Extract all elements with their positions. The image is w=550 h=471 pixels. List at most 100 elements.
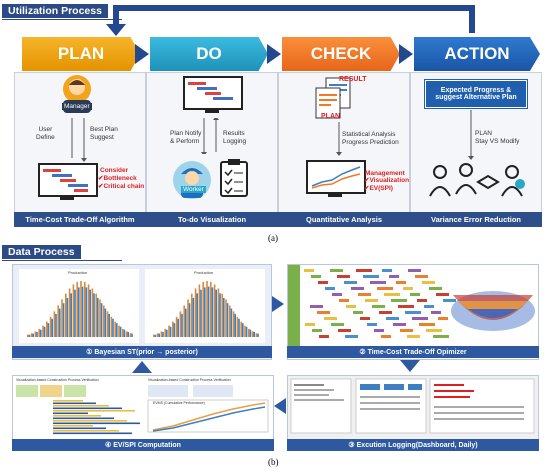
gantt-bar <box>346 305 356 308</box>
check-bottom-label: Quantitative Analysis <box>278 212 410 227</box>
management-item-2: ✔EV(SPI) <box>364 185 393 192</box>
histogram-bar <box>65 293 67 337</box>
gantt-bar <box>384 293 400 296</box>
evspi-panel: Visualization-based Construction Process… <box>12 375 274 441</box>
histogram-bar <box>166 329 168 337</box>
utilization-title-line <box>2 19 122 20</box>
gantt-bar <box>365 299 378 302</box>
gantt-bar <box>417 299 427 302</box>
gantt-bar <box>311 275 321 278</box>
evspi-bar <box>53 430 119 432</box>
histogram-bar <box>230 308 233 337</box>
optimizer-chart <box>288 265 535 347</box>
header-arrow-3 <box>399 44 413 64</box>
histogram-bar <box>51 318 53 337</box>
histogram-bar <box>172 321 174 337</box>
evspi-bar <box>53 417 114 420</box>
histogram-bar <box>61 299 63 337</box>
histogram-bar <box>164 328 166 337</box>
management-item-1: ✔Visualization <box>364 177 410 184</box>
histogram-bar <box>213 284 216 337</box>
gantt-bar <box>337 275 350 278</box>
histogram-bar <box>72 284 75 337</box>
histogram-bar <box>200 289 202 337</box>
histogram-bar <box>46 321 48 337</box>
histogram-bar <box>221 293 223 337</box>
worker-label: Worker <box>181 186 206 193</box>
gantt-bar <box>431 311 441 314</box>
gantt-bar <box>330 269 343 272</box>
gantt-bar <box>312 329 322 332</box>
histogram-bar <box>202 281 204 337</box>
histogram-bar <box>78 287 80 337</box>
histogram-bar <box>74 289 76 337</box>
histogram-bar <box>236 316 239 337</box>
gantt-bar <box>419 323 435 326</box>
gantt-bar <box>331 323 344 326</box>
histogram-bar <box>76 281 78 337</box>
histogram-bar <box>103 305 105 337</box>
histogram-bar <box>207 286 210 337</box>
histogram-bar <box>215 289 217 337</box>
do-monitor-stand <box>205 110 219 113</box>
histogram-bar <box>183 305 185 337</box>
bayesian-histograms <box>19 269 265 343</box>
gantt-bar <box>429 287 442 290</box>
histogram-bar <box>169 326 172 337</box>
dp-arrow-3-4 <box>274 398 286 414</box>
histogram-bar <box>27 334 29 337</box>
gantt-bar <box>391 299 407 302</box>
gantt-bar <box>393 323 406 326</box>
histogram-bar <box>179 311 182 337</box>
gantt-bar <box>403 287 413 290</box>
histogram-bar <box>253 331 255 337</box>
documents-icon <box>315 77 351 119</box>
histogram-bar <box>225 299 227 337</box>
utilization-title: Utilization Process <box>2 4 108 18</box>
histogram-bar <box>160 331 163 337</box>
do-vertical-arrows <box>201 118 219 154</box>
optimizer-caption: ② Time-Cost Trade-Off Opimizer <box>287 346 539 358</box>
histogram-bar <box>119 326 122 337</box>
histogram-bar <box>198 284 201 337</box>
gantt-bar <box>407 335 420 338</box>
histogram-bar <box>95 293 97 337</box>
histogram-bar <box>55 313 57 337</box>
bayesian-panel: Production Production <box>12 264 272 360</box>
histogram-bar <box>87 284 90 337</box>
histogram-bar <box>93 293 95 337</box>
step-plan-header: PLAN <box>22 37 140 71</box>
gantt-bar <box>372 305 385 308</box>
plan-notify-text: Plan Notify & Perform <box>170 130 202 145</box>
histogram-bar <box>153 334 155 337</box>
evspi-bar <box>53 415 101 417</box>
best-plan-label: Best Plan Suggest <box>90 126 118 141</box>
gantt-bar <box>408 269 421 272</box>
header-arrow-2 <box>267 44 281 64</box>
gantt-bar <box>318 281 328 284</box>
histogram-bar <box>40 329 42 337</box>
histogram-bar <box>192 297 195 337</box>
plan-doc-label: PLAN <box>321 113 341 120</box>
histogram-bar <box>43 326 46 337</box>
dp-arrow-2-3 <box>400 360 420 372</box>
evspi-dash-title-left: Visualization-based Construction Process… <box>16 378 99 382</box>
results-logging-text: Results Logging <box>223 130 247 145</box>
dp-arrow-1-2 <box>272 296 284 312</box>
histogram-bar <box>49 316 52 337</box>
histogram-bar <box>125 331 128 337</box>
histogram-bar <box>156 333 159 337</box>
plan-vertical-arrows <box>71 118 87 162</box>
histogram-bar <box>168 325 170 337</box>
histogram-bar <box>206 281 208 337</box>
histogram-bar <box>66 297 69 337</box>
gantt-bar <box>415 275 428 278</box>
histogram-bar <box>251 331 254 337</box>
gantt-bar <box>436 293 449 296</box>
evspi-bar <box>53 425 93 427</box>
gantt-bar <box>389 275 399 278</box>
histogram-bar <box>100 303 103 337</box>
logging-panel <box>287 375 539 441</box>
result-label: RESULT <box>339 76 367 83</box>
histogram-bar <box>154 334 157 337</box>
